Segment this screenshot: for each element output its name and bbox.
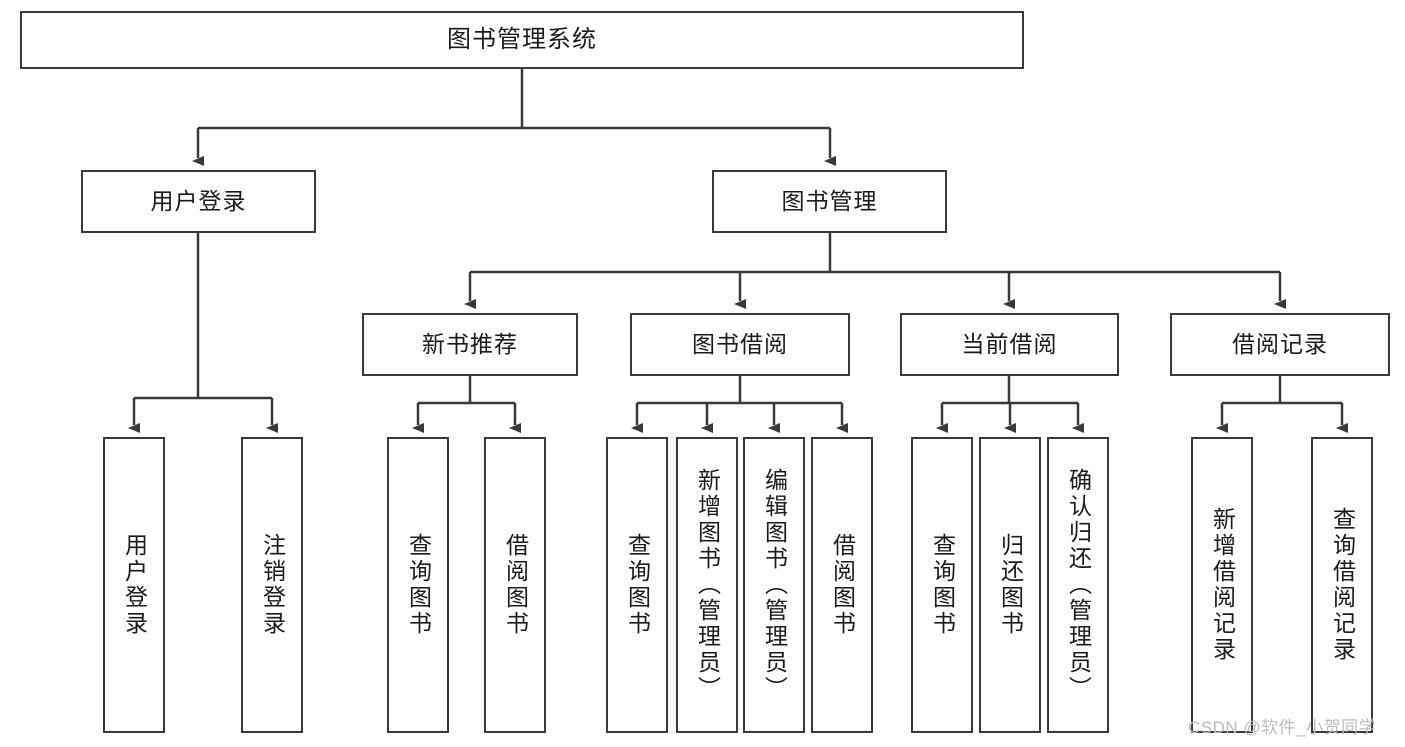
leaf-borrow-book-2[interactable]: 借阅图书 [811, 437, 873, 733]
node-label: 借阅记录 [1232, 330, 1328, 357]
node-label: 新增借阅记录 [1209, 507, 1236, 663]
node-label: 归还图书 [997, 533, 1024, 637]
node-book-borrow[interactable]: 图书借阅 [630, 313, 850, 376]
leaf-return-book[interactable]: 归还图书 [979, 437, 1041, 733]
node-label: 借阅图书 [502, 533, 529, 637]
leaf-confirm-return[interactable]: 确认归还（管理员） [1047, 437, 1109, 733]
node-user-login[interactable]: 用户登录 [81, 170, 316, 233]
node-label: 借阅图书 [829, 533, 856, 637]
node-label: 查询图书 [929, 533, 956, 637]
node-borrow-record[interactable]: 借阅记录 [1170, 313, 1390, 376]
node-label: 查询借阅记录 [1329, 507, 1356, 663]
node-label: 图书借阅 [692, 330, 788, 357]
leaf-query-book-2[interactable]: 查询图书 [606, 437, 668, 733]
node-book-management-system[interactable]: 图书管理系统 [20, 11, 1024, 69]
leaf-add-record[interactable]: 新增借阅记录 [1191, 437, 1253, 733]
node-label: 新书推荐 [422, 330, 518, 357]
node-label: 注销登录 [259, 533, 286, 637]
node-label: 确认归还（管理员） [1065, 468, 1092, 702]
leaf-edit-book[interactable]: 编辑图书（管理员） [743, 437, 805, 733]
leaf-add-book[interactable]: 新增图书（管理员） [676, 437, 738, 733]
node-new-book-recommend[interactable]: 新书推荐 [362, 313, 578, 376]
leaf-borrow-book-1[interactable]: 借阅图书 [484, 437, 546, 733]
node-label: 查询图书 [405, 533, 432, 637]
node-label: 图书管理 [781, 187, 878, 214]
node-label: 当前借阅 [961, 330, 1058, 357]
node-current-borrow[interactable]: 当前借阅 [900, 313, 1119, 376]
node-label: 用户登录 [121, 533, 148, 637]
leaf-logout-login[interactable]: 注销登录 [241, 437, 303, 733]
node-label: 查询图书 [624, 533, 651, 637]
leaf-query-book-1[interactable]: 查询图书 [387, 437, 449, 733]
node-book-management[interactable]: 图书管理 [712, 170, 947, 233]
node-label: 图书管理系统 [447, 25, 597, 53]
node-label: 用户登录 [150, 187, 247, 214]
leaf-query-record[interactable]: 查询借阅记录 [1311, 437, 1373, 733]
node-label: 新增图书（管理员） [694, 468, 721, 702]
node-label: 编辑图书（管理员） [761, 468, 788, 702]
leaf-user-login[interactable]: 用户登录 [103, 437, 165, 733]
leaf-query-book-3[interactable]: 查询图书 [911, 437, 973, 733]
